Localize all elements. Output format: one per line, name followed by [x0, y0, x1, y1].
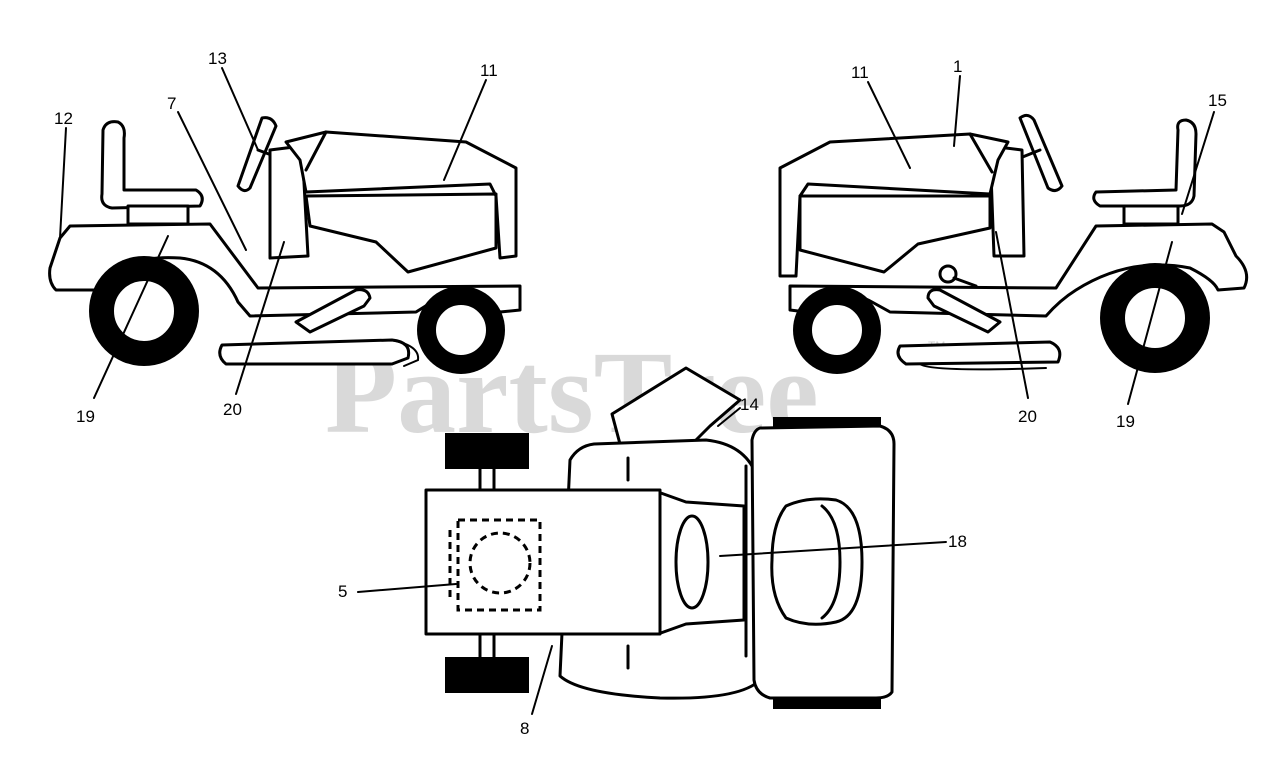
front-hub-left [434, 303, 488, 357]
steering-wheel-left [236, 116, 278, 193]
front-tire-top [445, 433, 529, 469]
callout-14-top: 14 [740, 395, 759, 414]
callout-13-left: 13 [208, 49, 227, 68]
tractor-right-side-view [778, 75, 1249, 405]
leader-18-top [719, 541, 947, 557]
leader-20-left [235, 241, 285, 395]
callout-8-top: 8 [520, 719, 529, 738]
seat-pan-left [126, 204, 190, 226]
seat-pan-right [1122, 204, 1180, 226]
front-hub-right [810, 303, 864, 357]
hood-left [284, 130, 518, 260]
callout-11-right: 11 [851, 63, 869, 82]
callout-5-top: 5 [338, 582, 347, 601]
leader-12-left [59, 127, 67, 239]
leader-14-top [717, 407, 741, 427]
mower-deck-right [896, 340, 1062, 366]
steering-wheel-right [1018, 113, 1064, 193]
lift-lever-shaft [952, 276, 978, 288]
leader-8-top [531, 645, 553, 715]
leader-7-left [177, 111, 247, 251]
rear-hub-left [112, 279, 176, 343]
hood-top [424, 488, 662, 636]
deck-handle-left [389, 339, 420, 367]
tractor-top-view [357, 366, 947, 715]
mower-deck-left [218, 338, 411, 366]
steering-wheel-top [674, 514, 710, 610]
seat-top [770, 497, 864, 626]
decal-outline-circle [468, 531, 532, 595]
leader-1-right [953, 75, 961, 147]
leader-5-top [357, 583, 457, 593]
callout-labels: 12 7 13 11 19 20 11 1 15 20 19 14 18 5 8 [54, 49, 1227, 738]
leader-19-left [93, 235, 169, 399]
callout-18-top: 18 [948, 532, 967, 551]
dash-tower-right [988, 144, 1026, 258]
pedal-right [926, 288, 1002, 334]
pedal-left [294, 288, 372, 334]
leader-15-right [1181, 111, 1215, 215]
callout-19-left: 19 [76, 407, 95, 426]
seat-back-top [820, 504, 842, 620]
callout-11-left: 11 [480, 61, 498, 80]
seat-left [100, 120, 204, 210]
callout-7-left: 7 [167, 94, 176, 113]
side-panel-left [304, 192, 498, 274]
decal-outline-square [456, 518, 542, 612]
callout-20-right: 20 [1018, 407, 1037, 426]
leader-11-left [443, 79, 487, 181]
leader-20-right [995, 231, 1029, 399]
tractor-left-side-view [48, 67, 522, 399]
front-tire-bottom [445, 657, 529, 693]
hood-edge-left [304, 130, 328, 172]
leader-11-right [867, 81, 911, 169]
callout-1-right: 1 [953, 57, 962, 76]
callout-19-right: 19 [1116, 412, 1135, 431]
lift-lever-knob [938, 264, 958, 284]
leader-19-right [1127, 241, 1173, 405]
seat-right [1092, 118, 1198, 208]
leader-13-left [221, 67, 259, 151]
callout-12-left: 12 [54, 109, 73, 128]
callout-15-right: 15 [1208, 91, 1227, 110]
hood-right [778, 132, 1010, 278]
hood-edge-right [968, 132, 994, 174]
rear-hub-right [1123, 286, 1187, 350]
side-panel-right [798, 194, 992, 274]
callout-20-left: 20 [223, 400, 242, 419]
